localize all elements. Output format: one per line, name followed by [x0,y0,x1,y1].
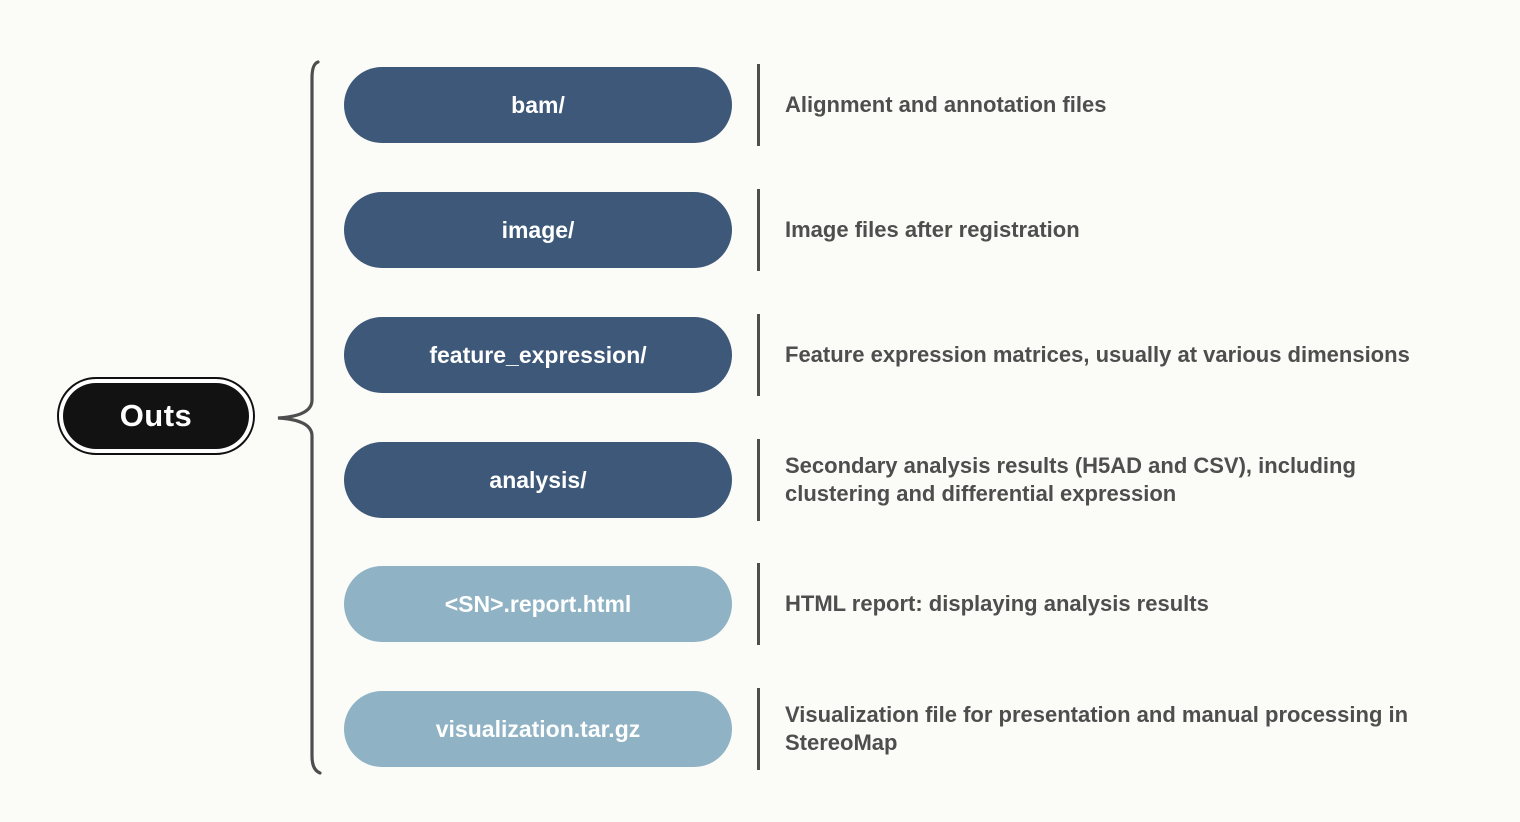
divider-line [757,64,760,146]
output-row-bam: bam/ Alignment and annotation files [0,64,1520,146]
pill-label: bam/ [511,91,565,118]
brace-path [277,60,322,775]
pill-label: feature_expression/ [429,341,647,368]
output-row-report-html: <SN>.report.html HTML report: displaying… [0,563,1520,645]
divider-line [757,189,760,271]
pill-label: analysis/ [489,466,587,493]
pill-label: visualization.tar.gz [435,715,641,742]
output-row-visualization: visualization.tar.gz Visualization file … [0,688,1520,770]
pill-bam: bam/ [344,67,732,143]
output-row-feature-expression: feature_expression/ Feature expression m… [0,314,1520,396]
row-description: Feature expression matrices, usually at … [785,342,1410,367]
pill-report-html: <SN>.report.html [344,566,732,642]
pill-feature-expression: feature_expression/ [344,317,732,393]
pill-label: <SN>.report.html [444,590,632,617]
output-row-analysis: analysis/ Secondary analysis results (H5… [0,439,1520,521]
pill-analysis: analysis/ [344,442,732,518]
divider-line [757,688,760,770]
row-description: Alignment and annotation files [785,92,1107,117]
pill-label: image/ [501,216,575,243]
row-description: Secondary analysis results (H5AD and CSV… [785,453,1356,506]
divider-line [757,563,760,645]
row-description: Visualization file for presentation and … [785,702,1409,755]
pill-visualization: visualization.tar.gz [344,691,732,767]
row-description: HTML report: displaying analysis results [785,591,1209,616]
divider-line [757,314,760,396]
row-description: Image files after registration [785,217,1080,242]
output-row-image: image/ Image files after registration [0,189,1520,271]
root-node-inner: Outs [63,383,249,449]
pill-image: image/ [344,192,732,268]
root-node-outs: Outs [57,377,255,455]
divider-line [757,439,760,521]
root-node-label: Outs [119,398,193,433]
